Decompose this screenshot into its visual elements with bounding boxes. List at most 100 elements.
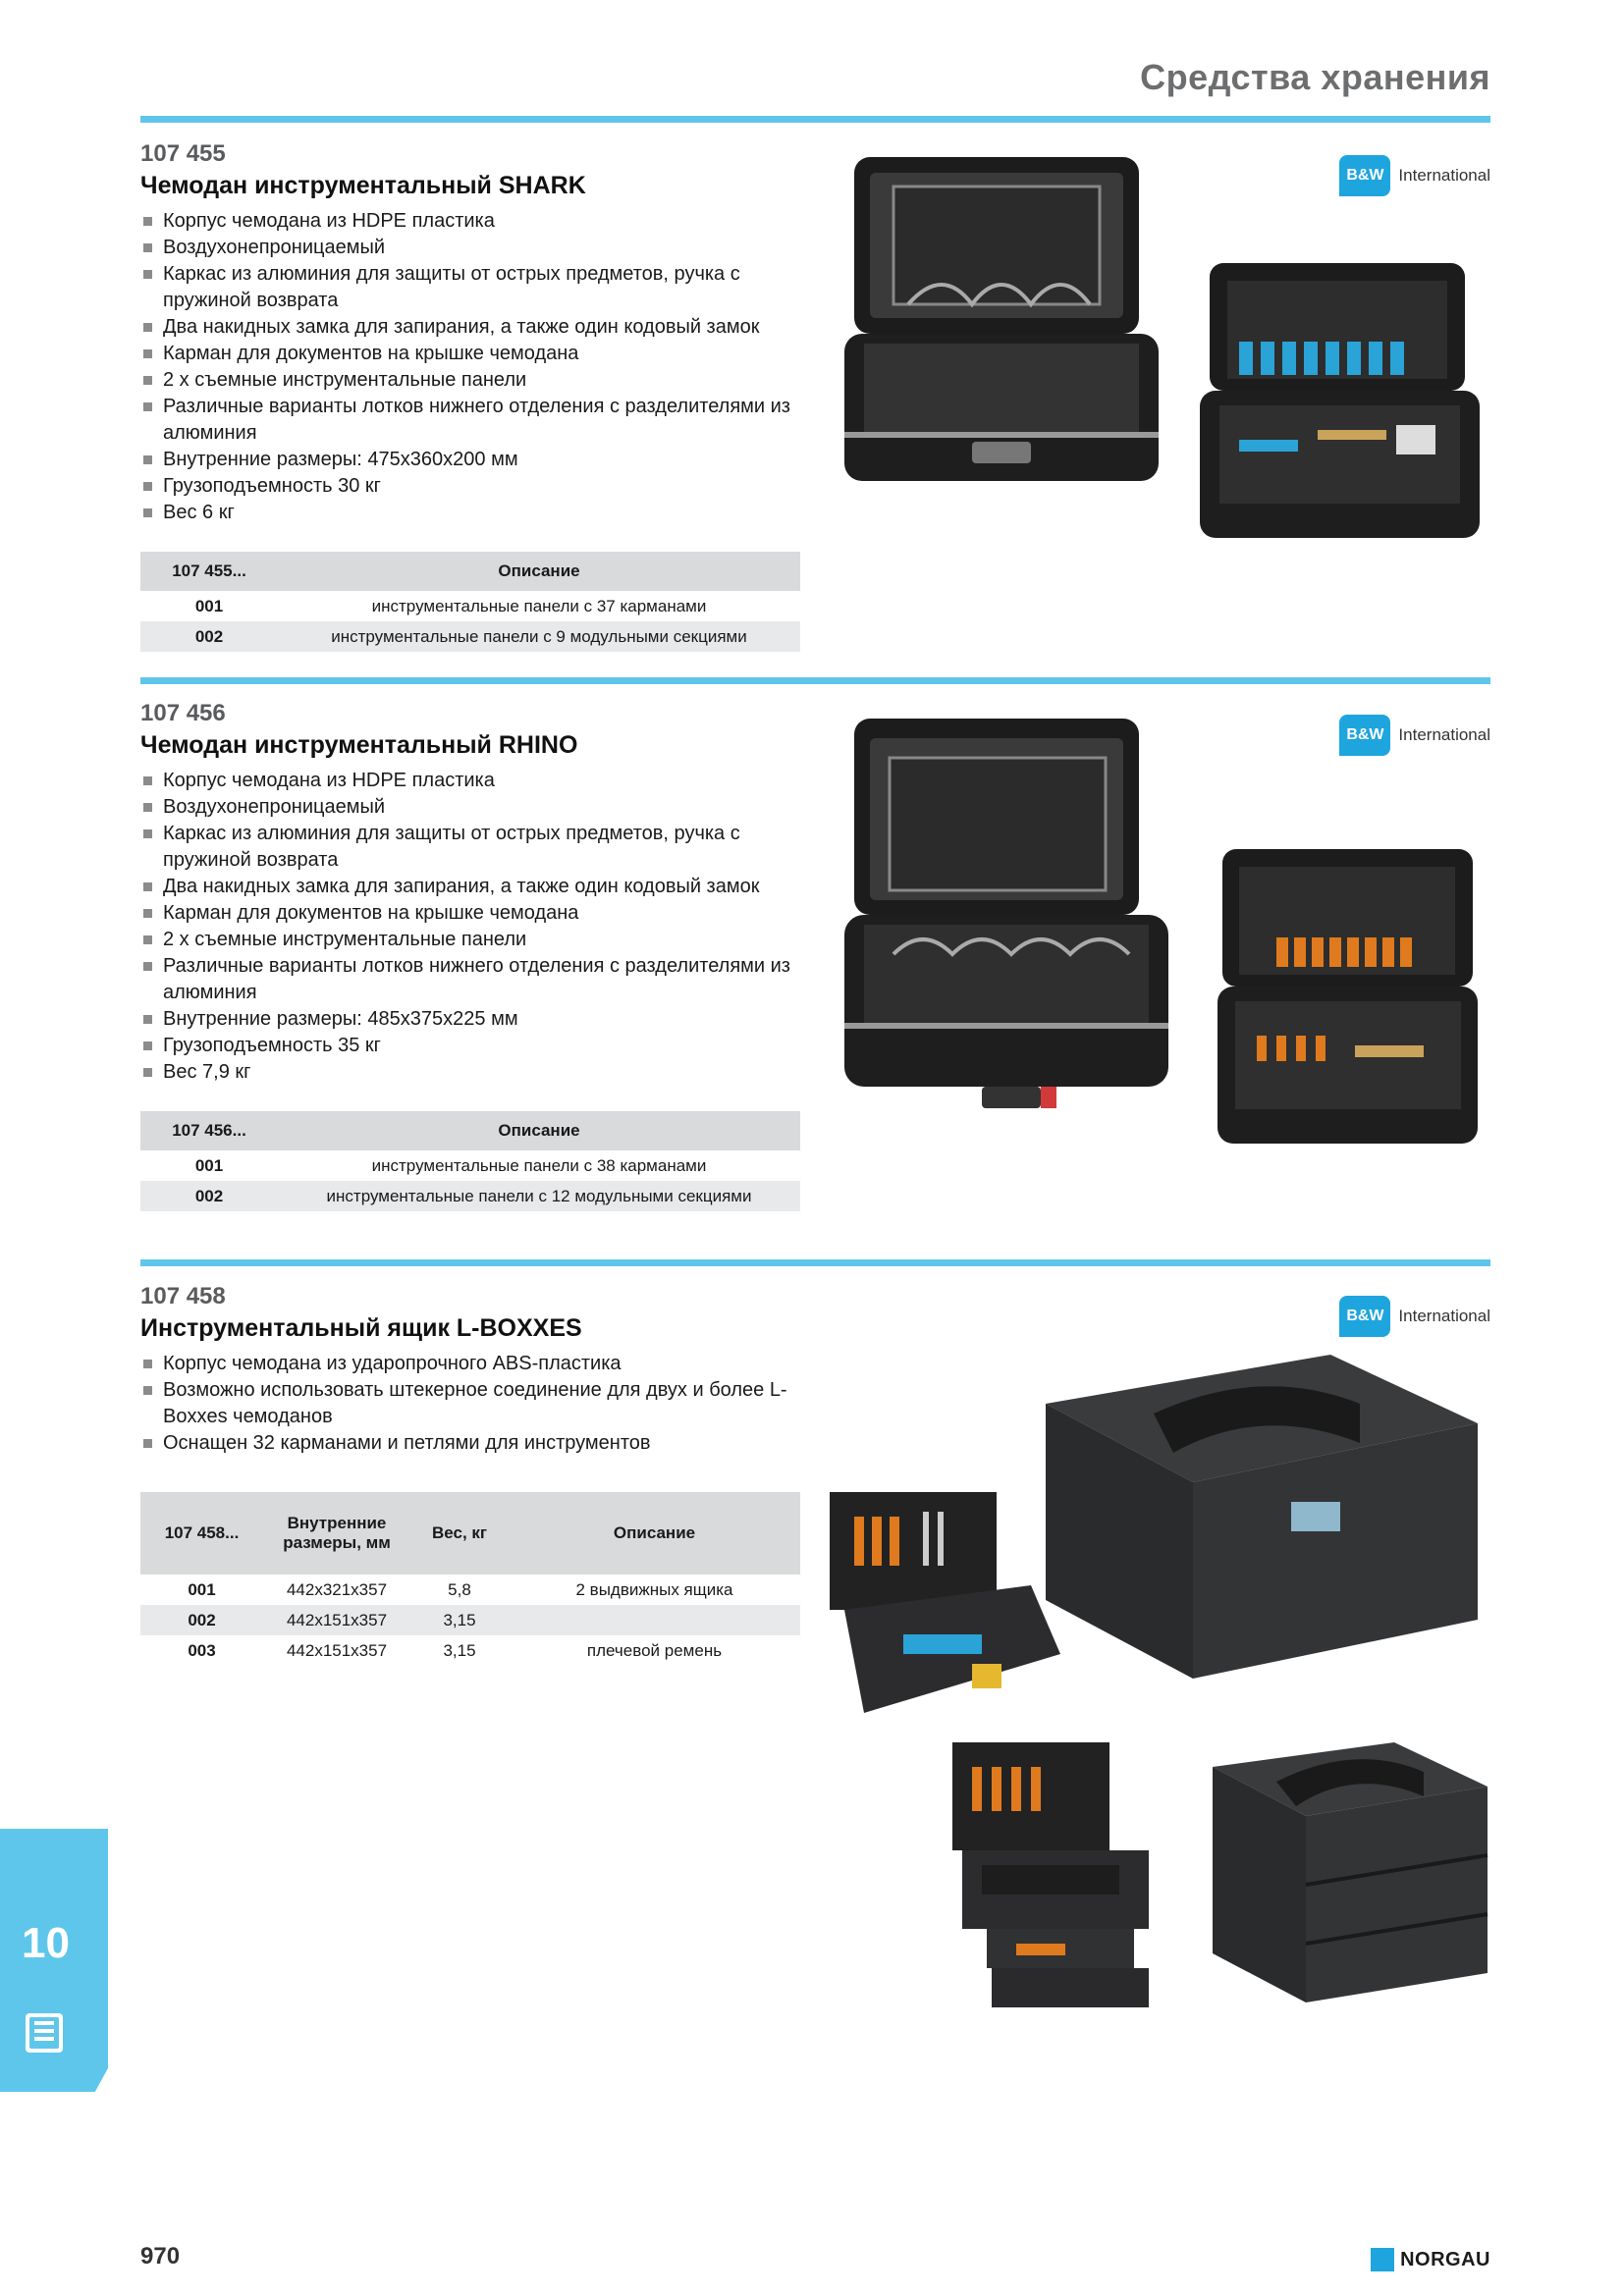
rhino-case-open-photo [844, 719, 1168, 1108]
table-row: 002 инструментальные панели с 9 модульны… [140, 621, 800, 652]
table-cell-description: плечевой ремень [586, 1640, 723, 1660]
feature-list: Корпус чемодана из ударопрочного ABS-пла… [140, 1351, 818, 1457]
table-header-weight: Вес, кг [410, 1492, 509, 1575]
section-divider [140, 677, 1490, 684]
feature-list: Корпус чемодана из HDPE пластика Воздухо… [140, 208, 818, 526]
table-cell-code: 002 [140, 1181, 278, 1211]
feature-item: Различные варианты лотков нижнего отделе… [140, 953, 818, 1006]
shark-case-equipped-photo [1200, 263, 1480, 538]
table-row: 001 инструментальные панели с 37 кармана… [140, 591, 800, 621]
feature-item: Воздухонепроницаемый [140, 794, 818, 821]
table-header-dimensions: Внутренние размеры, мм [263, 1492, 410, 1575]
rhino-case-equipped-photo [1217, 849, 1478, 1144]
product-section-shark: 107 455 Чемодан инструментальный SHARK К… [140, 139, 1490, 660]
feature-item: Каркас из алюминия для защиты от острых … [140, 821, 818, 874]
bw-logo-text: International [1398, 725, 1490, 744]
feature-item: Корпус чемодана из HDPE пластика [140, 208, 818, 235]
feature-list: Корпус чемодана из HDPE пластика Воздухо… [140, 768, 818, 1086]
norgau-logo: NORGAU [1371, 2248, 1490, 2271]
feature-item: Каркас из алюминия для защиты от острых … [140, 261, 818, 314]
variant-table: 107 456... Описание 001 инструментальные… [140, 1111, 800, 1211]
table-row: 001 инструментальные панели с 38 кармана… [140, 1150, 800, 1181]
table-cell-code: 002 [140, 621, 278, 652]
bw-international-logo: B&W International [1339, 715, 1490, 756]
table-header-description: Описание [278, 1111, 800, 1150]
table-cell-dimensions: 442x151x357 [286, 1640, 388, 1660]
norgau-logo-text: NORGAU [1400, 2248, 1490, 2270]
tool-cabinet-icon [26, 2013, 63, 2053]
lboxx-drawers-photo [952, 1742, 1149, 2007]
table-cell-weight: 3,15 [443, 1640, 476, 1660]
feature-item: Возможно использовать штекерное соединен… [140, 1377, 818, 1430]
chapter-number: 10 [22, 1919, 70, 1967]
table-header-code: 107 455... [140, 552, 278, 591]
table-cell-description: инструментальные панели с 38 карманами [371, 1155, 707, 1175]
page-number: 970 [140, 2243, 181, 2269]
table-cell-description [509, 1605, 800, 1635]
table-row: 003 442x151x357 3,15 плечевой ремень [140, 1635, 800, 1666]
table-cell-dimensions: 442x151x357 [263, 1605, 410, 1635]
bw-logo-text: International [1398, 1307, 1490, 1325]
table-cell-code: 001 [194, 596, 224, 615]
lboxx-stack-photo [1213, 1742, 1488, 2002]
shark-case-open-photo [844, 157, 1159, 481]
product-sku: 107 458 [140, 1283, 226, 1309]
feature-item: Оснащен 32 карманами и петлями для инстр… [140, 1430, 818, 1457]
feature-item: Два накидных замка для запирания, а такж… [140, 314, 818, 341]
feature-item: Карман для документов на крышке чемодана [140, 341, 818, 367]
table-row: 001 442x321x357 5,8 2 выдвижных ящика [140, 1575, 800, 1605]
feature-item: 2 х съемные инструментальные панели [140, 927, 818, 953]
table-row: 002 442x151x357 3,15 [140, 1605, 800, 1635]
table-cell-code: 003 [188, 1640, 216, 1660]
feature-item: Два накидных замка для запирания, а такж… [140, 874, 818, 900]
table-cell-dimensions: 442x321x357 [286, 1579, 388, 1599]
feature-item: Грузоподъемность 30 кг [140, 473, 818, 500]
table-row: 002 инструментальные панели с 12 модульн… [140, 1181, 800, 1211]
product-title: Инструментальный ящик L-BOXXES [140, 1314, 582, 1342]
section-divider [140, 1259, 1490, 1266]
feature-item: Корпус чемодана из HDPE пластика [140, 768, 818, 794]
bw-logo-badge: B&W [1339, 715, 1391, 756]
product-title: Чемодан инструментальный SHARK [140, 172, 586, 199]
table-cell-description: инструментальные панели с 9 модульными с… [278, 621, 800, 652]
lboxx-closed-photo [1046, 1355, 1478, 1679]
product-title: Чемодан инструментальный RHINO [140, 731, 578, 759]
feature-item: Корпус чемодана из ударопрочного ABS-пла… [140, 1351, 818, 1377]
page-header-title: Средства хранения [1140, 57, 1490, 97]
feature-item: 2 х съемные инструментальные панели [140, 367, 818, 394]
table-cell-code: 002 [140, 1605, 263, 1635]
table-cell-weight: 5,8 [448, 1579, 471, 1599]
bw-international-logo: B&W International [1339, 1296, 1490, 1337]
table-cell-description: инструментальные панели с 37 карманами [371, 596, 707, 615]
table-header-code: 107 456... [140, 1111, 278, 1150]
feature-item: Внутренние размеры: 485x375x225 мм [140, 1006, 818, 1033]
feature-item: Карман для документов на крышке чемодана [140, 900, 818, 927]
table-cell-code: 001 [194, 1155, 224, 1175]
table-header-code: 107 458... [140, 1492, 263, 1575]
table-header-description: Описание [278, 552, 800, 591]
feature-item: Грузоподъемность 35 кг [140, 1033, 818, 1059]
bw-logo-text: International [1398, 166, 1490, 185]
bw-logo-badge: B&W [1339, 1296, 1391, 1337]
product-section-rhino: 107 456 Чемодан инструментальный RHINO К… [140, 699, 1490, 1219]
table-cell-description: 2 выдвижных ящика [575, 1579, 733, 1599]
feature-item: Вес 6 кг [140, 500, 818, 526]
norgau-logo-mark [1371, 2248, 1395, 2271]
table-cell-weight: 3,15 [410, 1605, 509, 1635]
bw-logo-badge: B&W [1339, 155, 1391, 196]
product-sku: 107 456 [140, 700, 226, 726]
bw-international-logo: B&W International [1339, 155, 1490, 196]
variant-table: 107 458... Внутренние размеры, мм Вес, к… [140, 1492, 800, 1666]
variant-table: 107 455... Описание 001 инструментальные… [140, 552, 800, 652]
feature-item: Внутренние размеры: 475x360x200 мм [140, 447, 818, 473]
section-divider [140, 116, 1490, 123]
lboxx-open-photo [830, 1492, 1060, 1713]
product-section-lboxxes: 107 458 Инструментальный ящик L-BOXXES К… [140, 1282, 1490, 1724]
table-header-description: Описание [509, 1492, 800, 1575]
feature-item: Вес 7,9 кг [140, 1059, 818, 1086]
product-sku: 107 455 [140, 140, 226, 167]
feature-item: Различные варианты лотков нижнего отделе… [140, 394, 818, 447]
feature-item: Воздухонепроницаемый [140, 235, 818, 261]
table-cell-code: 001 [188, 1579, 216, 1599]
table-cell-description: инструментальные панели с 12 модульными … [278, 1181, 800, 1211]
